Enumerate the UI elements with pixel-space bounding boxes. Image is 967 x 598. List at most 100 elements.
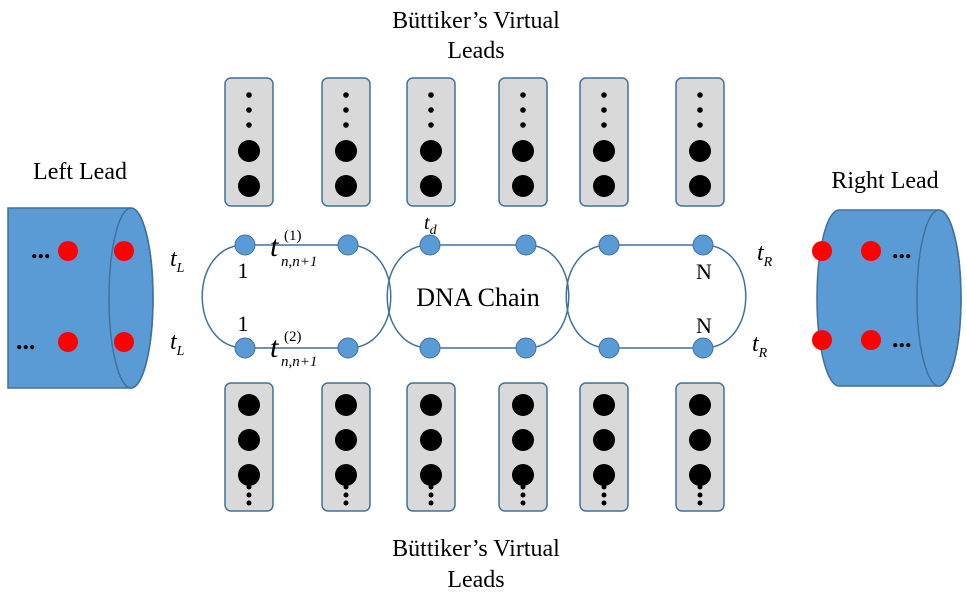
virtual-lead-ellipsis-dot: [697, 492, 703, 498]
virtual-lead-ellipsis-dot: [246, 107, 252, 113]
left-lead-ellipsis-bottom: ...: [16, 326, 36, 355]
virtual-lead-atom: [689, 175, 711, 197]
virtual-lead-ellipsis-dot: [246, 492, 252, 498]
virtual-lead-ellipsis-dot: [601, 500, 607, 506]
virtual-lead-ellipsis-dot: [343, 500, 349, 506]
virtual-lead-atom: [335, 429, 357, 451]
chain-loop-3: [565, 244, 747, 349]
virtual-lead-atom: [335, 464, 357, 486]
virtual-lead-atom: [420, 140, 442, 162]
virtual-lead-probe: [406, 77, 456, 207]
right-lead-body: [816, 209, 962, 387]
left-lead-atom: [114, 241, 134, 261]
top-virtual-leads-label-line1: Büttiker’s Virtual: [392, 8, 560, 34]
virtual-lead-atom: [689, 429, 711, 451]
strand2-site: [598, 337, 620, 359]
left-lead-body: [7, 207, 154, 389]
virtual-lead-ellipsis-dot: [246, 122, 252, 128]
virtual-lead-atom: [238, 429, 260, 451]
t-left-top-symbol: tL: [170, 246, 185, 276]
virtual-lead-ellipsis-dot: [428, 92, 434, 98]
virtual-lead-ellipsis-dot: [520, 492, 526, 498]
virtual-lead-ellipsis-dot: [601, 92, 607, 98]
site-number-last-bottom: N: [696, 313, 712, 338]
virtual-lead-atom: [689, 394, 711, 416]
virtual-lead-ellipsis-dot: [601, 122, 607, 128]
virtual-lead-atom: [512, 175, 534, 197]
virtual-lead-atom: [238, 464, 260, 486]
right-lead-atom: [812, 330, 832, 350]
left-lead-atom: [114, 332, 134, 352]
right-lead-label: Right Lead: [831, 168, 938, 194]
virtual-lead-atom: [420, 429, 442, 451]
svg-text:(2): (2): [284, 329, 302, 345]
bottom-virtual-leads-label-line2: Leads: [447, 567, 504, 593]
virtual-lead-ellipsis-dot: [520, 484, 526, 490]
t-d-symbol: td: [424, 212, 438, 238]
strand2-site: [515, 337, 537, 359]
virtual-lead-ellipsis-dot: [697, 122, 703, 128]
virtual-lead-atom: [512, 140, 534, 162]
right-lead-atom: [861, 330, 881, 350]
site-number-last-top: N: [696, 259, 712, 284]
virtual-lead-ellipsis-dot: [428, 122, 434, 128]
virtual-lead-ellipsis-dot: [246, 484, 252, 490]
left-lead-label: Left Lead: [33, 159, 127, 185]
virtual-lead-atom: [335, 140, 357, 162]
virtual-lead-ellipsis-dot: [343, 122, 349, 128]
virtual-lead-ellipsis-dot: [428, 107, 434, 113]
virtual-lead-ellipsis-dot: [343, 484, 349, 490]
virtual-lead-ellipsis-dot: [601, 492, 607, 498]
virtual-lead-atom: [512, 464, 534, 486]
virtual-lead-ellipsis-dot: [697, 92, 703, 98]
virtual-lead-atom: [335, 394, 357, 416]
right-lead-cylinder: ... ...: [812, 209, 962, 387]
right-lead-ellipsis-bottom: ...: [892, 324, 912, 353]
virtual-lead-atom: [689, 140, 711, 162]
virtual-lead-probe: [224, 77, 274, 207]
t-strand2-symbol: t (2) n,n+1: [270, 329, 317, 370]
bottom-virtual-leads: [224, 382, 725, 512]
virtual-lead-ellipsis-dot: [697, 484, 703, 490]
virtual-lead-atom: [335, 175, 357, 197]
virtual-lead-ellipsis-dot: [343, 492, 349, 498]
virtual-lead-ellipsis-dot: [520, 500, 526, 506]
right-lead-ellipsis-top: ...: [892, 235, 912, 264]
virtual-lead-atom: [238, 175, 260, 197]
dna-chain-sites: [234, 234, 714, 359]
svg-text:t: t: [270, 331, 279, 364]
right-lead-atom: [812, 241, 832, 261]
site-number-first-top: 1: [238, 258, 249, 283]
virtual-lead-ellipsis-dot: [601, 107, 607, 113]
strand1-site: [692, 234, 714, 256]
virtual-lead-ellipsis-dot: [428, 492, 434, 498]
virtual-lead-atom: [420, 394, 442, 416]
virtual-lead-probe: [498, 77, 548, 207]
virtual-lead-ellipsis-dot: [601, 484, 607, 490]
virtual-lead-probe: [321, 382, 371, 512]
virtual-lead-ellipsis-dot: [246, 500, 252, 506]
strand1-site: [515, 234, 537, 256]
virtual-lead-probe: [406, 382, 456, 512]
virtual-lead-ellipsis-dot: [697, 500, 703, 506]
virtual-lead-atom: [238, 394, 260, 416]
strand1-site: [337, 234, 359, 256]
left-lead-atom: [58, 241, 78, 261]
virtual-lead-probe: [675, 382, 725, 512]
left-lead-atom: [58, 332, 78, 352]
top-virtual-leads-label-line2: Leads: [447, 38, 504, 64]
t-left-bottom-symbol: tL: [170, 329, 185, 359]
svg-text:n,n+1: n,n+1: [281, 254, 317, 270]
strand2-site: [692, 337, 714, 359]
virtual-lead-ellipsis-dot: [520, 92, 526, 98]
t-right-top-symbol: tR: [757, 240, 773, 270]
virtual-lead-ellipsis-dot: [428, 484, 434, 490]
strand2-site: [337, 337, 359, 359]
dna-chain-label: DNA Chain: [416, 283, 540, 312]
virtual-lead-ellipsis-dot: [246, 92, 252, 98]
virtual-lead-ellipsis-dot: [520, 107, 526, 113]
virtual-lead-atom: [593, 140, 615, 162]
virtual-lead-ellipsis-dot: [520, 122, 526, 128]
virtual-lead-atom: [593, 429, 615, 451]
